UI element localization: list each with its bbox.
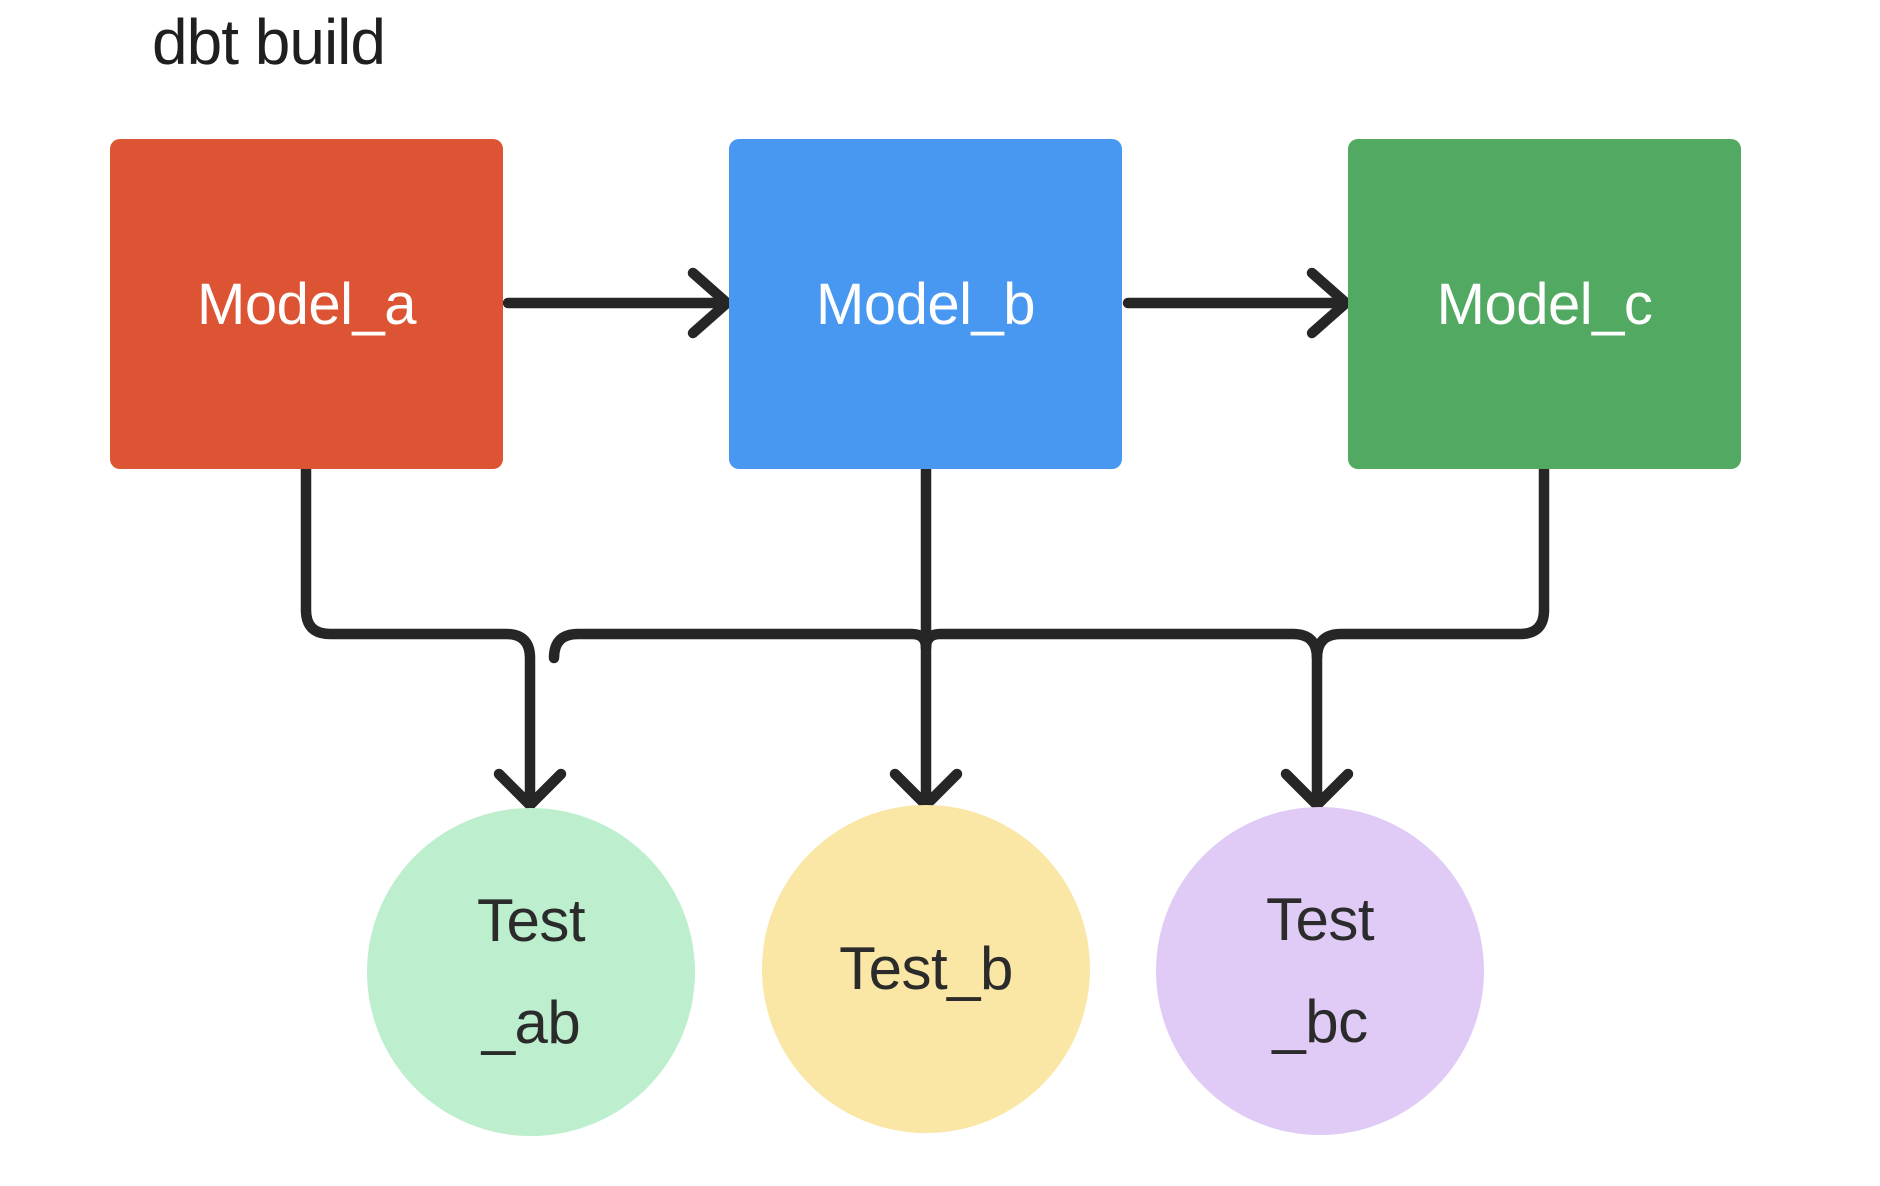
arrowhead-test-bc xyxy=(1280,768,1354,811)
node-test-ab-label-line-2: _ab xyxy=(481,989,581,1056)
trunk-right-segment xyxy=(920,628,1323,664)
node-model-c: Model_c xyxy=(1348,139,1741,469)
node-model-b: Model_b xyxy=(729,139,1122,469)
node-model-b-label: Model_b xyxy=(816,271,1035,337)
edge-model-a-to-test-ab xyxy=(300,463,536,804)
arrowhead-model-a-to-model-b xyxy=(687,267,733,339)
node-model-a: Model_a xyxy=(110,139,503,469)
diagram-title: dbt build xyxy=(152,6,386,78)
node-model-c-label: Model_c xyxy=(1436,271,1653,337)
node-test-ab: Test _ab xyxy=(367,808,695,1136)
trunk-left-segment xyxy=(548,628,932,664)
arrowhead-model-b-to-model-c xyxy=(1306,267,1352,339)
node-test-bc: Test _bc xyxy=(1156,807,1484,1135)
node-test-bc-label-line-2: _bc xyxy=(1272,988,1368,1055)
node-test-ab-label-line-1: Test xyxy=(476,887,586,954)
node-test-b-label: Test_b xyxy=(839,935,1013,1002)
edge-model-c-to-test-bc xyxy=(1311,463,1550,804)
node-test-b: Test_b xyxy=(762,805,1090,1133)
arrowhead-test-ab xyxy=(493,768,567,811)
node-test-bc-label-line-1: Test xyxy=(1265,886,1375,953)
node-model-a-label: Model_a xyxy=(197,271,416,337)
